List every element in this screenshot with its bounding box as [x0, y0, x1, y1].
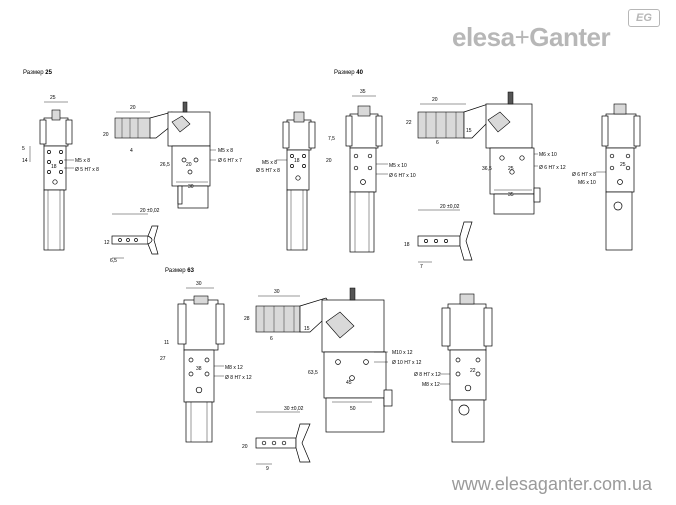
- eg-badge-logo: EG: [628, 9, 660, 27]
- dim-25-side-top: 20: [130, 105, 136, 111]
- dim-25-jaw-bottom: 6,5: [110, 258, 117, 264]
- dim-25-front-left-a: 5: [22, 146, 25, 152]
- dim-63-side-angle: 15: [304, 326, 310, 332]
- dim-40-side-thread: M6 x 10: [539, 152, 557, 158]
- dim-40-jaw-top: 20 ±0,02: [440, 204, 460, 210]
- dim-25-side-bottom: 30: [188, 184, 194, 190]
- dim-63-front-top: 30: [196, 281, 202, 287]
- dim-40-side-h: 36,5: [482, 166, 492, 172]
- dim-25-side-left: 20: [103, 132, 109, 138]
- dim-63-side-top: 30: [274, 289, 280, 295]
- dim-40-front-mid: 18: [294, 158, 300, 164]
- dim-40-side-small: 6: [436, 140, 439, 146]
- dim-63-side-h: 63,5: [308, 370, 318, 376]
- size40-jaw-view: 20 ±0,02 18 7: [404, 204, 473, 270]
- size25-side-view: 20 20 4 26,5 20 M5 x 8 Ø 6 H7 x 7 30: [103, 101, 242, 209]
- dim-40-right-mid: 25: [620, 162, 626, 168]
- size40-side-view: 20 22 6 15 36,5 25 M6 x 10 Ø 6 H7 x 12: [406, 91, 566, 215]
- dim-63-side-small: 6: [270, 336, 273, 342]
- size63-side-view: 30 28 6 15 63,5 45 M10 x 12 Ø 10 H7 x 12: [244, 287, 422, 433]
- dim-25-side-pin: Ø 6 H7 x 7: [218, 158, 242, 164]
- dim-25-pin: Ø 5 H7 x 8: [75, 167, 99, 173]
- dim-63-front-mid: 38: [196, 366, 202, 372]
- dim-40-side-bottom: 35: [508, 192, 514, 198]
- dim-40-pin: Ø 6 H7 x 10: [389, 173, 416, 179]
- dim-63-right-thread-label: M8 x 12: [422, 382, 440, 388]
- dim-40-jaw-left: 18: [404, 242, 410, 248]
- dim-63-thread: M8 x 12: [225, 365, 243, 371]
- dim-40-side-pin: Ø 6 H7 x 12: [539, 165, 566, 171]
- size40-right-view: 25 Ø 6 H7 x 8 M6 x 10: [572, 103, 641, 251]
- dim-63-jaw-bottom: 9: [266, 466, 269, 472]
- size63-front-view: 30 11 27 38 M8 x 12 Ø 8 H7 x 12: [160, 281, 252, 443]
- dim-25-jaw-top: 20 ±0,02: [140, 208, 160, 214]
- section-title-size-40: Размер 40: [334, 70, 363, 76]
- dim-25-side-small: 4: [130, 148, 133, 154]
- dim-40-side-top: 20: [432, 97, 438, 103]
- dim-25-side-h: 26,5: [160, 162, 170, 168]
- dim-63-side-bottom: 50: [350, 406, 356, 412]
- dim-40-thread: M5 x 10: [389, 163, 407, 169]
- dim-25-front-mid: 18: [51, 164, 57, 170]
- dim-40-front-left: 7,5: [328, 136, 335, 142]
- dim-25-front-left-b: 14: [22, 158, 28, 164]
- dim-40-front-top: 35: [360, 89, 366, 95]
- dim-63-side-thread: M10 x 12: [392, 350, 413, 356]
- dim-25-front-top: 25: [50, 95, 56, 101]
- size40-front-left-view: 18 M5 x 8 Ø 5 H7 x 8: [256, 111, 316, 251]
- website-url: www.elesaganter.com.ua: [451, 474, 652, 494]
- size25-jaw-view: 20 ±0,02 12 6,5: [104, 208, 160, 264]
- size25-front-view: 25 5 14 18 M5 x 8 Ø 5 H7 x 8: [22, 95, 99, 251]
- dim-40-right-pin-label: Ø 6 H7 x 8: [572, 172, 596, 178]
- dim-63-right-mid: 22: [470, 368, 476, 374]
- size63-jaw-view: 30 ±0,02 20 9: [242, 406, 311, 472]
- dim-40-pin-left: Ø 5 H7 x 8: [256, 168, 280, 174]
- dim-40-front-left2: 20: [326, 158, 332, 164]
- dim-63-right-pin-label: Ø 8 H7 x 12: [414, 372, 441, 378]
- elesa-ganter-logo: elesa+Ganter: [452, 22, 611, 52]
- dim-63-jaw-left: 20: [242, 444, 248, 450]
- dim-40-side-mid: 25: [508, 166, 514, 172]
- dim-40-side-left: 22: [406, 120, 412, 126]
- dim-63-jaw-top: 30 ±0,02: [284, 406, 304, 412]
- section-title-size-25: Размер 25: [23, 70, 52, 76]
- dim-25-jaw-left: 12: [104, 240, 110, 246]
- dim-40-side-angle: 15: [466, 128, 472, 134]
- dim-25-thread: M5 x 8: [75, 158, 90, 164]
- size63-right-view: 22 Ø 8 H7 x 12 M8 x 12: [414, 293, 493, 443]
- dim-63-front-left-b: 27: [160, 356, 166, 362]
- dim-40-thread-left: M5 x 8: [262, 160, 277, 166]
- dim-40-jaw-bottom: 7: [420, 264, 423, 270]
- dim-63-side-left: 28: [244, 316, 250, 322]
- dim-25-side-thread: M5 x 8: [218, 148, 233, 154]
- dim-25-side-mid: 20: [186, 162, 192, 168]
- dim-63-side-pin: Ø 10 H7 x 12: [392, 360, 422, 366]
- dim-40-right-thread-label: M6 x 10: [578, 180, 596, 186]
- dim-63-pin: Ø 8 H7 x 12: [225, 375, 252, 381]
- dim-63-side-mid: 45: [346, 380, 352, 386]
- dim-63-front-left-a: 11: [164, 340, 169, 346]
- size40-front-view: 35 7,5 20 M5 x 10 Ø 6 H7 x 10: [326, 89, 416, 253]
- section-title-size-63: Размер 63: [165, 268, 194, 274]
